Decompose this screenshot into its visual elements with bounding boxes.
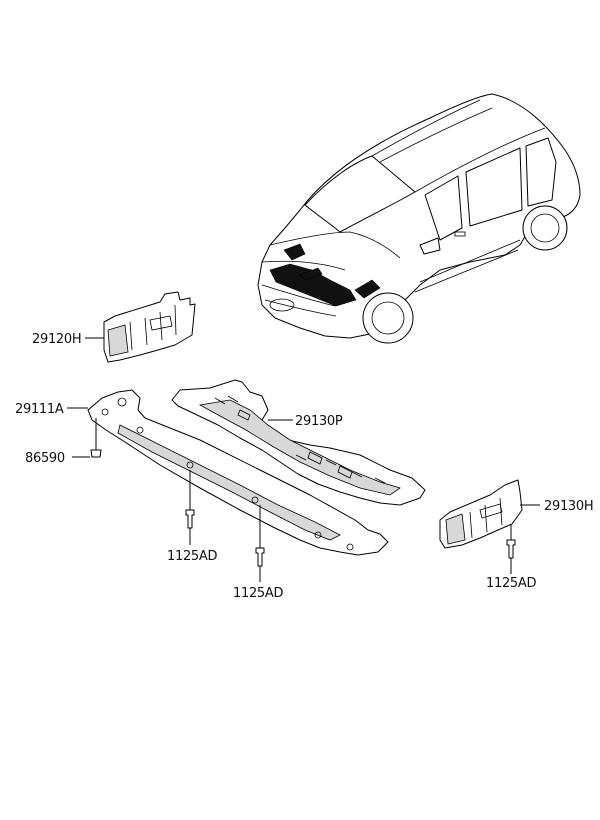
label-29120H: 29120H xyxy=(32,332,81,347)
part-29130H xyxy=(439,479,540,574)
label-1125AD-c: 1125AD xyxy=(486,576,536,591)
label-1125AD-a: 1125AD xyxy=(167,549,217,564)
label-29130H: 29130H xyxy=(544,499,593,514)
part-29120H xyxy=(85,291,196,363)
part-29130P xyxy=(171,379,426,506)
label-1125AD-b: 1125AD xyxy=(233,586,283,601)
label-29111A: 29111A xyxy=(15,402,64,417)
vehicle-illustration xyxy=(257,93,581,344)
label-86590: 86590 xyxy=(25,451,65,466)
label-29130P: 29130P xyxy=(295,414,343,429)
part-29111A xyxy=(67,389,389,582)
